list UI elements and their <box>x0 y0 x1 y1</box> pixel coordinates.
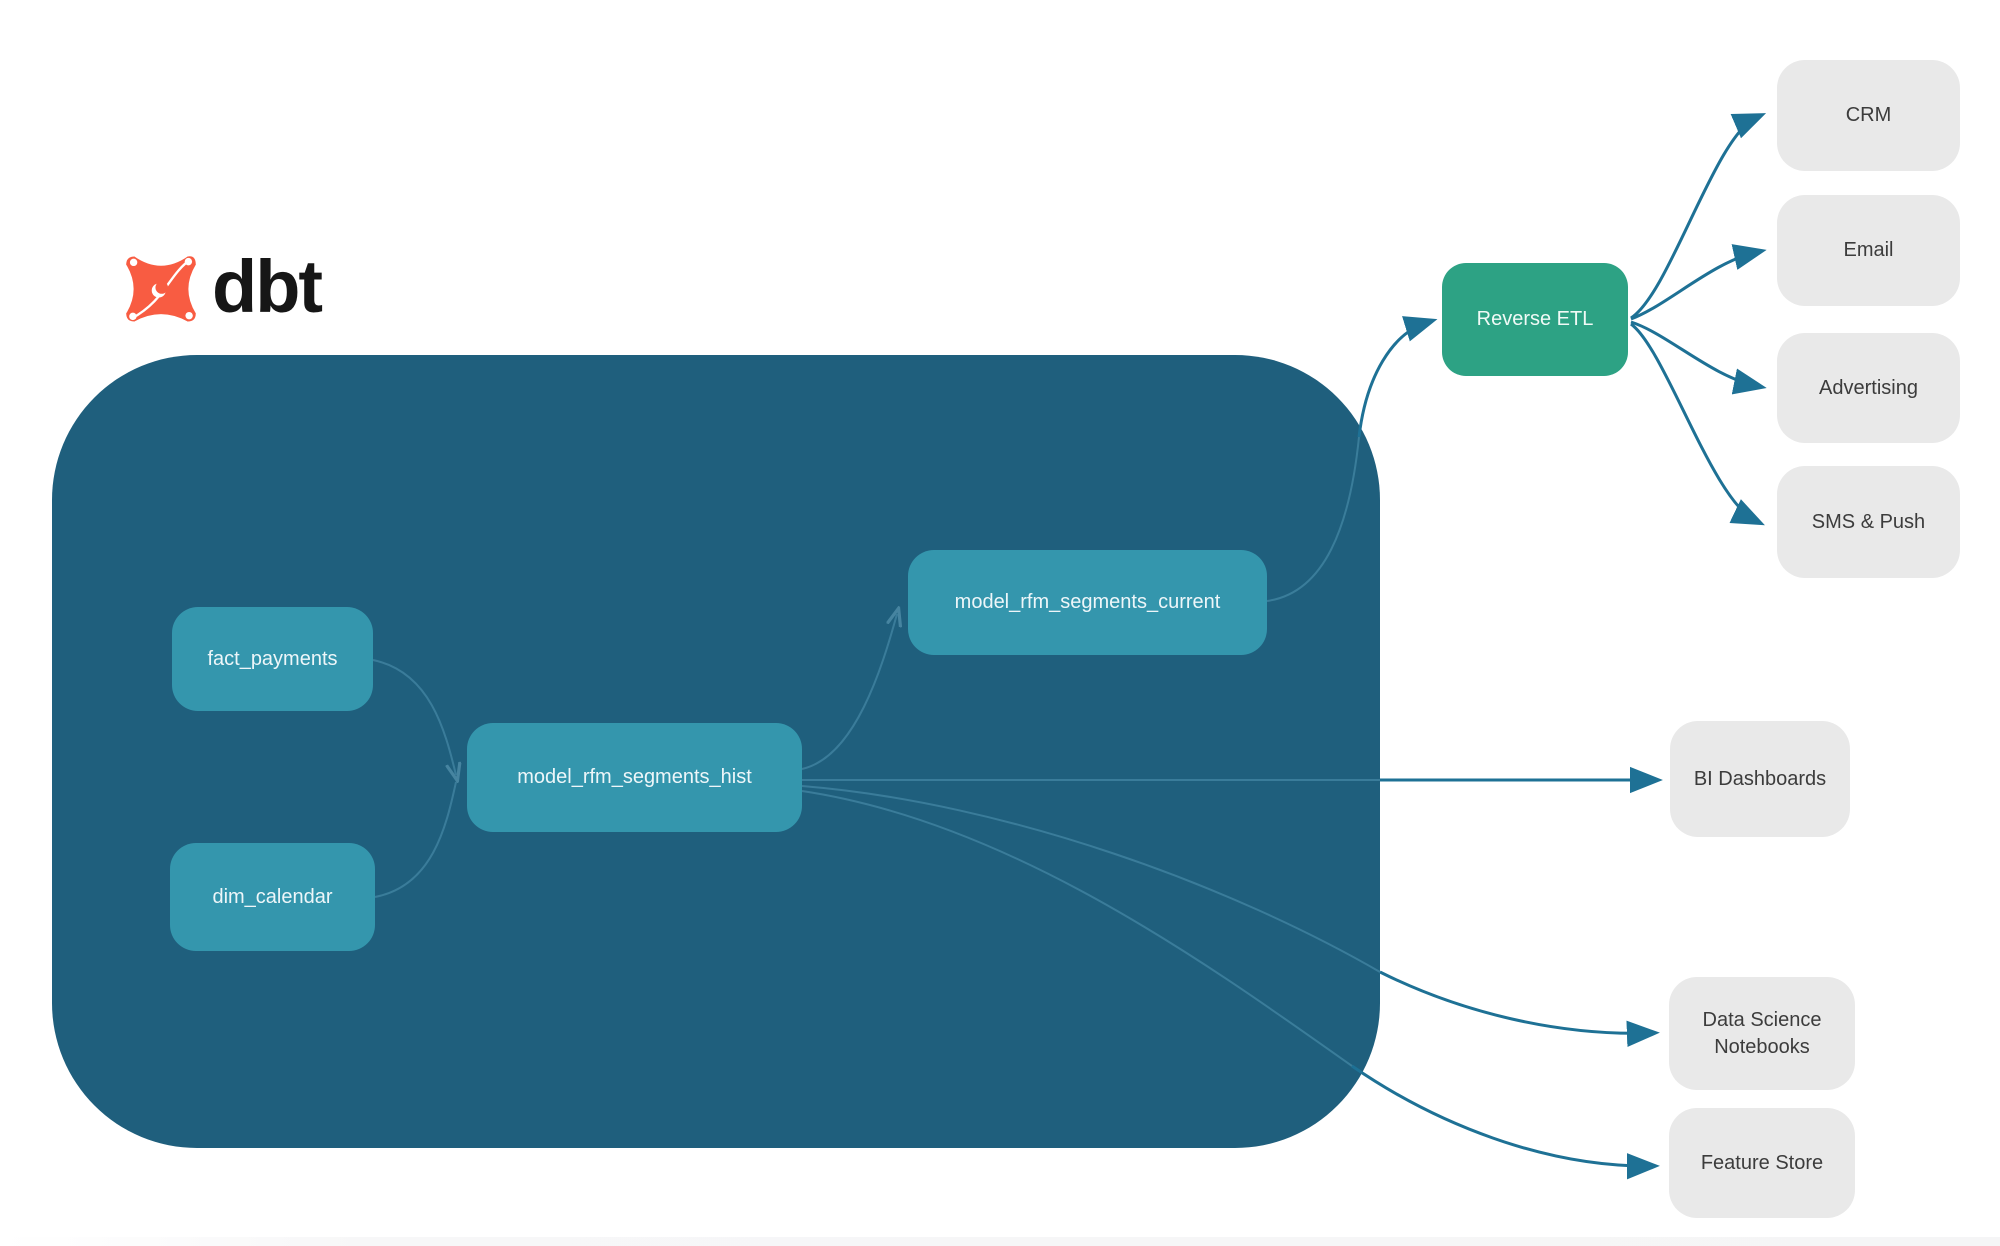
edge-reverse-etl-to-advertising <box>1630 320 1767 395</box>
edge-reverse-etl-to-sms-push <box>1630 322 1765 526</box>
node-data-science-notebooks: Data Science Notebooks <box>1669 977 1855 1090</box>
node-advertising-label: Advertising <box>1819 376 1918 399</box>
node-fact-payments-label: fact_payments <box>207 647 338 670</box>
node-dim-calendar-label: dim_calendar <box>212 885 333 908</box>
edge-reverse-etl-to-crm <box>1630 113 1767 320</box>
node-sms-push: SMS & Push <box>1777 466 1960 578</box>
node-data-science-notebooks-label: Data Science Notebooks <box>1702 1008 1822 1058</box>
bottom-edge-strip <box>0 1237 2000 1246</box>
edge-hist-to-feature-store <box>1351 1064 1660 1180</box>
node-feature-store-label: Feature Store <box>1700 1151 1824 1174</box>
node-reverse-etl-label: Reverse ETL <box>1476 308 1594 330</box>
node-feature-store: Feature Store <box>1669 1108 1855 1218</box>
node-crm: CRM <box>1777 60 1960 171</box>
node-bi-dashboards: BI Dashboards <box>1670 721 1850 837</box>
node-model-rfm-segments-current-label: model_rfm_segments_current <box>954 591 1221 613</box>
node-dim-calendar: dim_calendar <box>170 843 375 951</box>
dbt-logo: dbt <box>124 245 323 328</box>
dbt-wordmark: dbt <box>212 245 323 328</box>
node-fact-payments: fact_payments <box>172 607 373 711</box>
node-advertising: Advertising <box>1777 333 1960 443</box>
edge-current-to-reverse-etl <box>1357 316 1438 438</box>
node-sms-push-label: SMS & Push <box>1811 510 1926 533</box>
node-reverse-etl: Reverse ETL <box>1442 263 1628 376</box>
node-crm-label: CRM <box>1845 104 1892 126</box>
node-model-rfm-segments-current: model_rfm_segments_current <box>908 550 1267 655</box>
edge-hist-to-notebooks <box>1379 970 1660 1047</box>
node-email-label: Email <box>1843 239 1894 261</box>
node-model-rfm-segments-hist-label: model_rfm_segments_hist <box>517 766 752 788</box>
edge-reverse-etl-to-email <box>1630 244 1767 321</box>
node-email: Email <box>1777 195 1960 306</box>
node-bi-dashboards-label: BI Dashboards <box>1693 767 1827 790</box>
dbt-star-icon <box>126 256 196 322</box>
node-model-rfm-segments-hist: model_rfm_segments_hist <box>467 723 802 832</box>
